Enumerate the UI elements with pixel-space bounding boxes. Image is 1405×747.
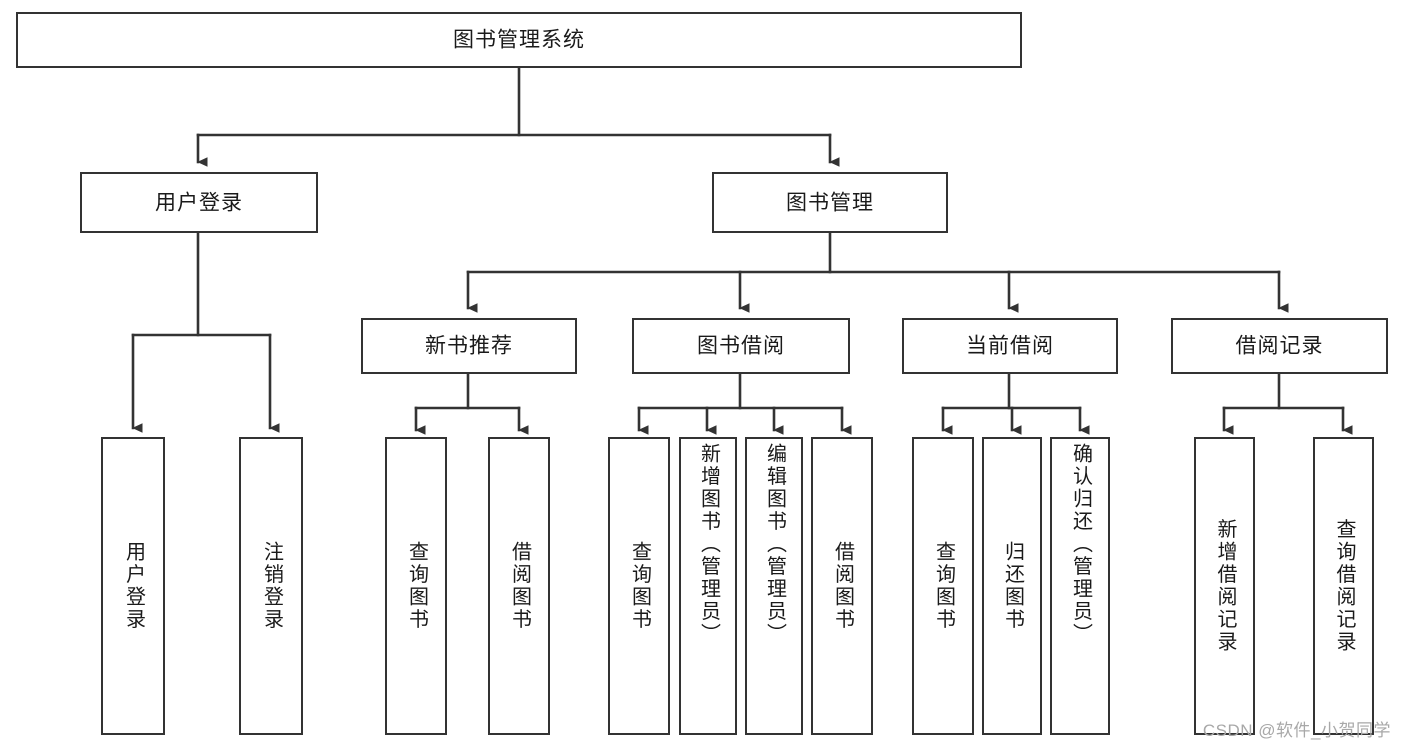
node-leaf-query-book-2-label: 查询图书 bbox=[628, 541, 651, 631]
watermark-text: CSDN @软件_小贺同学 bbox=[1202, 721, 1391, 740]
node-leaf-query-book-2[interactable]: 查询图书 bbox=[608, 437, 670, 735]
node-leaf-user-logout[interactable]: 注销登录 bbox=[239, 437, 303, 735]
node-root-label: 图书管理系统 bbox=[453, 28, 585, 52]
node-leaf-user-login[interactable]: 用户登录 bbox=[101, 437, 165, 735]
node-new-book-recommend-label: 新书推荐 bbox=[425, 334, 513, 358]
node-book-manage-label: 图书管理 bbox=[786, 190, 874, 214]
node-leaf-query-book-1[interactable]: 查询图书 bbox=[385, 437, 447, 735]
node-leaf-query-record-label: 查询借阅记录 bbox=[1333, 518, 1355, 654]
node-leaf-return-book-label: 归还图书 bbox=[1001, 541, 1024, 631]
node-leaf-confirm-return-label: 确认归还（管理员） bbox=[1069, 443, 1092, 646]
node-leaf-add-record[interactable]: 新增借阅记录 bbox=[1194, 437, 1255, 735]
node-borrow-record-label: 借阅记录 bbox=[1235, 334, 1324, 358]
node-leaf-add-book[interactable]: 新增图书（管理员） bbox=[679, 437, 737, 735]
node-current-borrow[interactable]: 当前借阅 bbox=[902, 318, 1118, 374]
node-leaf-borrow-book-2-label: 借阅图书 bbox=[831, 541, 854, 631]
node-root[interactable]: 图书管理系统 bbox=[16, 12, 1022, 68]
node-leaf-add-record-label: 新增借阅记录 bbox=[1214, 518, 1236, 654]
node-user-login[interactable]: 用户登录 bbox=[80, 172, 318, 233]
node-leaf-return-book[interactable]: 归还图书 bbox=[982, 437, 1042, 735]
node-borrow-record[interactable]: 借阅记录 bbox=[1171, 318, 1388, 374]
node-leaf-user-login-label: 用户登录 bbox=[122, 541, 145, 631]
node-leaf-edit-book-label: 编辑图书（管理员） bbox=[763, 443, 786, 646]
node-book-borrow-label: 图书借阅 bbox=[697, 334, 785, 358]
node-leaf-borrow-book-1[interactable]: 借阅图书 bbox=[488, 437, 550, 735]
node-leaf-query-book-3[interactable]: 查询图书 bbox=[912, 437, 974, 735]
node-leaf-query-book-1-label: 查询图书 bbox=[405, 541, 428, 631]
node-leaf-user-logout-label: 注销登录 bbox=[260, 541, 283, 631]
node-user-login-label: 用户登录 bbox=[155, 190, 243, 214]
node-leaf-edit-book[interactable]: 编辑图书（管理员） bbox=[745, 437, 803, 735]
node-book-borrow[interactable]: 图书借阅 bbox=[632, 318, 850, 374]
node-current-borrow-label: 当前借阅 bbox=[966, 334, 1054, 358]
node-book-manage[interactable]: 图书管理 bbox=[712, 172, 948, 233]
node-leaf-borrow-book-2[interactable]: 借阅图书 bbox=[811, 437, 873, 735]
node-leaf-add-book-label: 新增图书（管理员） bbox=[697, 443, 720, 646]
node-leaf-borrow-book-1-label: 借阅图书 bbox=[508, 541, 531, 631]
node-leaf-query-book-3-label: 查询图书 bbox=[932, 541, 955, 631]
node-leaf-confirm-return[interactable]: 确认归还（管理员） bbox=[1050, 437, 1110, 735]
node-new-book-recommend[interactable]: 新书推荐 bbox=[361, 318, 577, 374]
node-leaf-query-record[interactable]: 查询借阅记录 bbox=[1313, 437, 1374, 735]
